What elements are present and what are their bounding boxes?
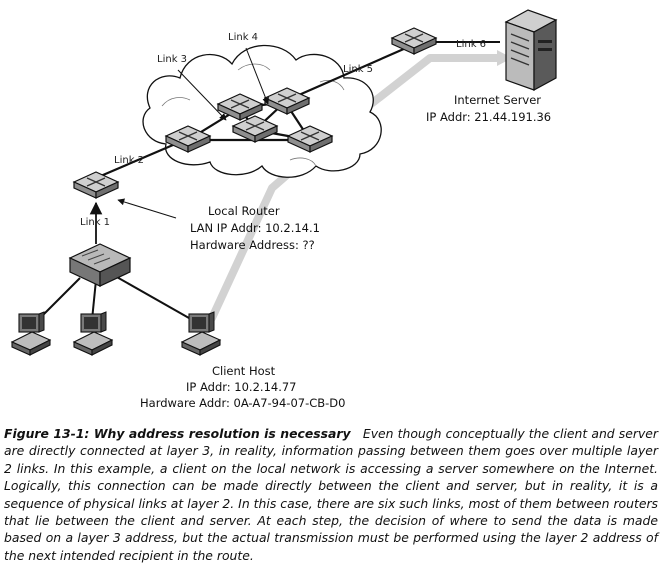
figure-caption: Figure 13-1: Why address resolution is n… <box>4 425 658 564</box>
local-router-pointer <box>117 198 177 219</box>
client-host-pc-icon <box>181 311 221 356</box>
link-2-line <box>95 140 181 180</box>
link-6-label: Link 6 <box>456 39 486 50</box>
lan-cables <box>35 275 197 323</box>
link-1-label: Link 1 <box>80 217 110 228</box>
local-router-title: Local Router <box>208 204 280 218</box>
figure-caption-body: Even though conceptually the client and … <box>4 426 658 563</box>
switch-icon <box>68 243 132 287</box>
figure-caption-title: Figure 13-1: Why address resolution is n… <box>4 426 351 441</box>
client-pc-icon <box>11 311 51 356</box>
client-host-ip: IP Addr: 10.2.14.77 <box>186 380 297 394</box>
network-diagram: Link 1 Link 2 Link 3 Link 4 Link 5 Link … <box>11 9 558 410</box>
server-icon <box>504 9 558 92</box>
link-5-label: Link 5 <box>343 64 373 75</box>
link-3-label: Link 3 <box>157 54 187 65</box>
local-router-icon <box>73 171 119 199</box>
client-pc-icon <box>73 311 113 356</box>
local-router-hw: Hardware Address: ?? <box>190 238 315 252</box>
internet-server-title: Internet Server <box>454 93 541 107</box>
link-3-arrow <box>177 69 227 121</box>
link-2-label: Link 2 <box>114 155 144 166</box>
internet-server-ip: IP Addr: 21.44.191.36 <box>426 110 551 124</box>
link-4-arrow <box>245 47 269 105</box>
link-4-label: Link 4 <box>228 32 258 43</box>
local-router-ip: LAN IP Addr: 10.2.14.1 <box>190 221 320 235</box>
client-host-hw: Hardware Addr: 0A-A7-94-07-CB-D0 <box>140 396 345 410</box>
client-host-title: Client Host <box>212 364 276 378</box>
link-5-line <box>291 46 407 100</box>
